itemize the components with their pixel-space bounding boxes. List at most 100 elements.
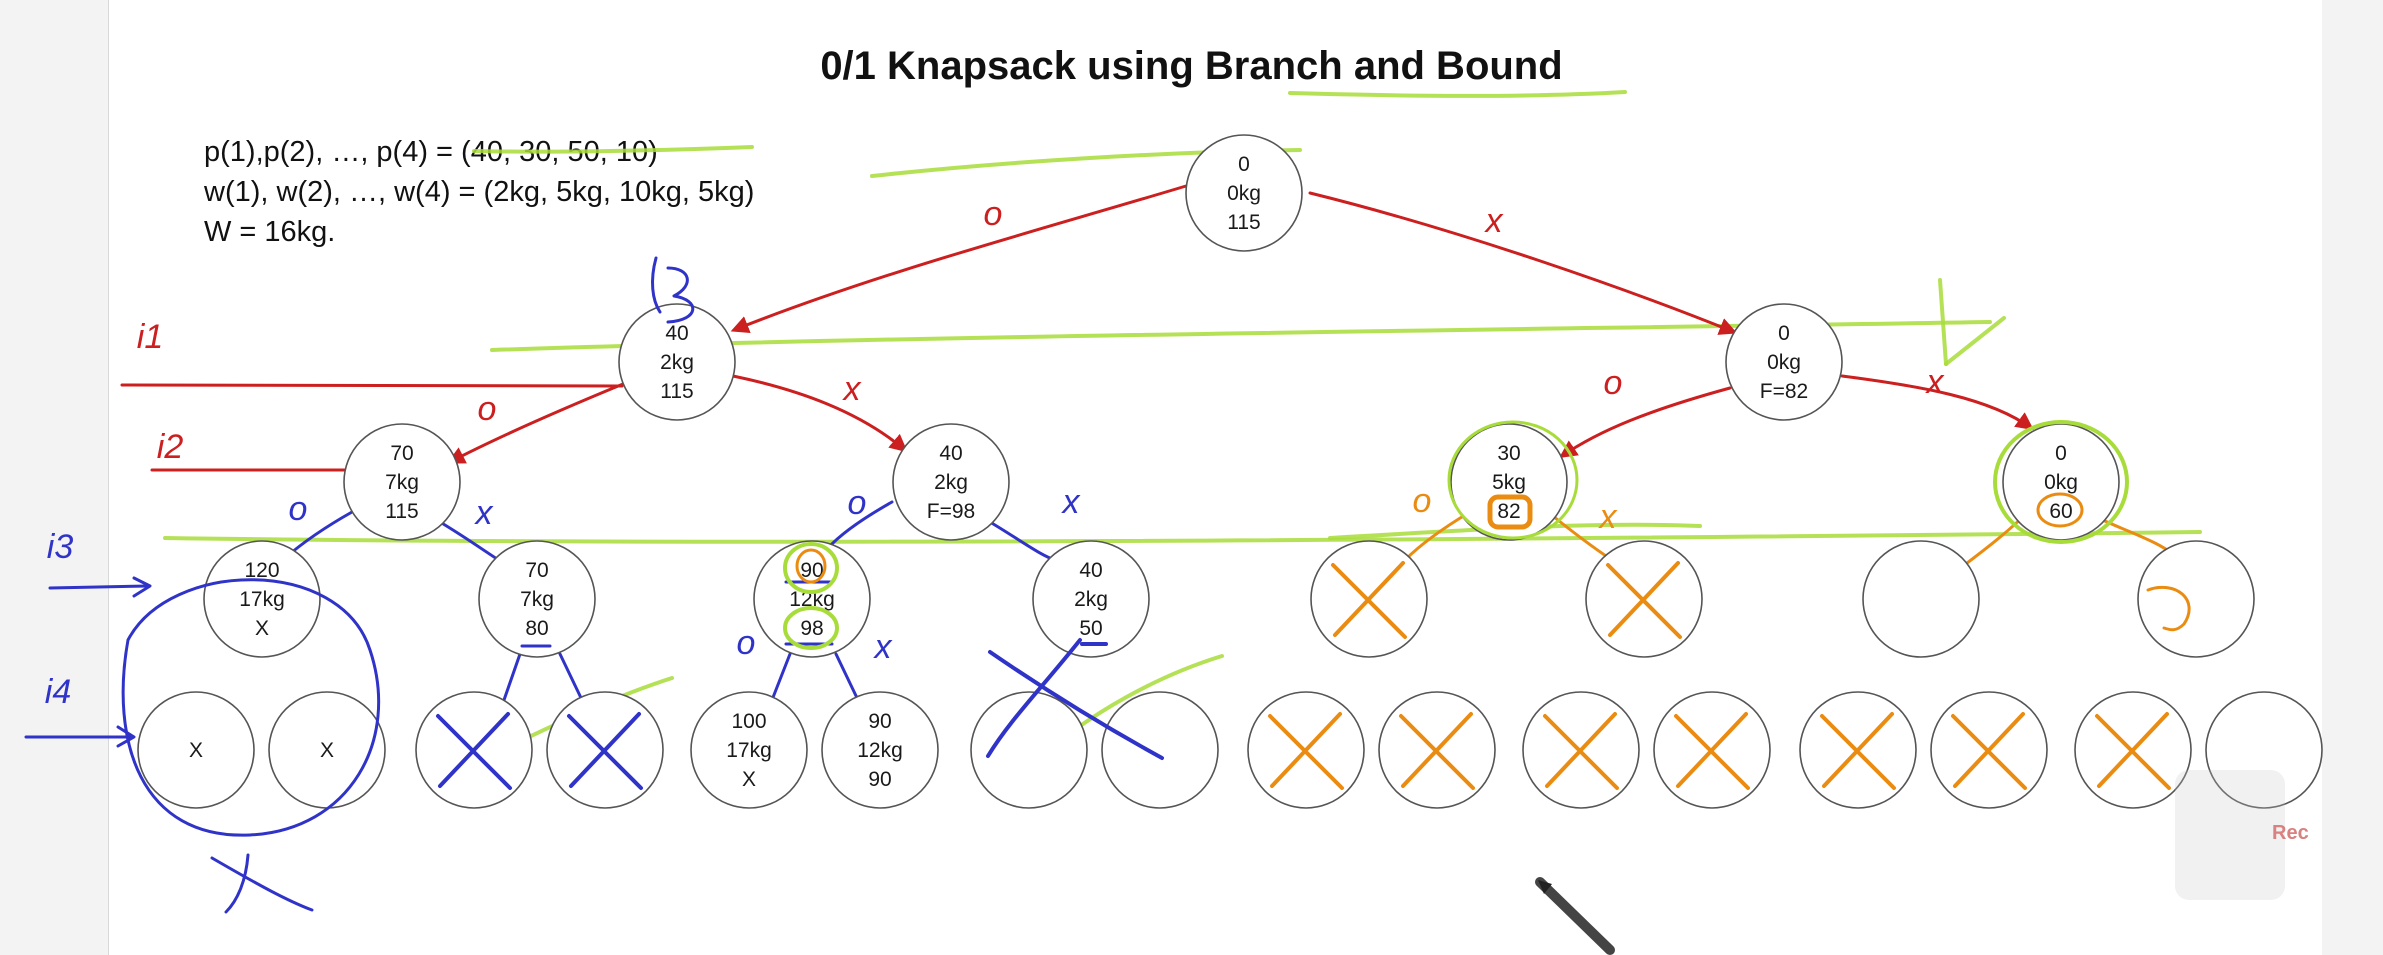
tree-node-RRR-R	[2205, 691, 2323, 809]
level-3-highlight-line	[163, 530, 2202, 544]
node-value: X	[255, 617, 269, 640]
cross-out-LLR-L-icon	[436, 712, 512, 790]
node-circle	[2137, 540, 2255, 658]
pruned-subtree-cross-icon	[210, 853, 314, 914]
node-value: 17kg	[239, 588, 285, 611]
recording-overlay[interactable]	[2175, 770, 2285, 900]
cross-out-RRL-R-icon	[1951, 712, 2027, 790]
right-margin-panel	[2322, 0, 2383, 955]
node-value: 40	[1079, 559, 1102, 582]
node-value: 2kg	[660, 351, 694, 374]
cross-out-RRL-L-icon	[1820, 712, 1896, 790]
node-value: 115	[1227, 211, 1260, 234]
node-value: X	[320, 739, 334, 762]
pen-tip-icon	[1538, 880, 1552, 894]
node-circle	[478, 540, 596, 658]
tree-node-RRL	[1862, 540, 1980, 658]
node-circle	[892, 423, 1010, 541]
left-margin-panel	[0, 0, 108, 955]
label-exclude-LR: x	[1061, 483, 1081, 521]
tree-node-LLL-L: X	[137, 691, 255, 809]
highlight-circle-98	[783, 606, 839, 650]
label-include-LR: o	[848, 484, 867, 522]
node-value: 115	[660, 380, 693, 403]
level-label-4: i4	[45, 673, 71, 711]
node-value: 120	[244, 559, 279, 582]
node-value: 50	[1079, 617, 1102, 640]
node-circle	[343, 423, 461, 541]
edge-R-RR	[1840, 374, 2034, 431]
node-circle	[137, 691, 255, 809]
node-value: 0	[1238, 153, 1250, 176]
label-exclude-LL: x	[474, 494, 494, 532]
page-title: 0/1 Knapsack using Branch and Bound	[820, 44, 1563, 88]
label-include-L: o	[478, 390, 497, 428]
level-label-3: i3	[47, 528, 74, 566]
pruned-subtree-loop	[121, 578, 380, 837]
edge-LRL-LRL-L	[770, 652, 792, 702]
level-3-pointer-arrowhead	[132, 576, 152, 598]
tree-node-L: 40 2kg 115	[618, 303, 736, 421]
edge-RL-RLR	[1546, 510, 1608, 558]
level-1-pointer-stem	[1938, 278, 1948, 366]
label-include-LRL: o	[737, 624, 756, 662]
weights-line: w(1), w(2), …, w(4) = (2kg, 5kg, 10kg, 5…	[204, 176, 755, 208]
node-circle	[690, 691, 808, 809]
node-value: 0kg	[2044, 471, 2078, 494]
node-value: 12kg	[789, 588, 835, 611]
node-value: 0	[2055, 442, 2067, 465]
node-circle	[1450, 423, 1568, 541]
label-include-root: o	[984, 195, 1003, 233]
label-exclude-L: x	[842, 370, 862, 408]
recording-label: Rec	[2272, 822, 2309, 844]
orange-hook-RRR-icon	[2146, 585, 2191, 632]
cross-out-RLL-icon	[1331, 561, 1407, 639]
edge-R-RL	[1559, 386, 1732, 459]
node-value: 90	[868, 710, 891, 733]
cross-out-RLR-icon	[1606, 561, 1682, 639]
cross-out-LLR-R-icon	[567, 712, 643, 790]
cross-out-LRR-subtree-icon	[986, 638, 1164, 760]
node-value: 80	[525, 617, 548, 640]
node-circle	[1032, 540, 1150, 658]
orange-circle-90	[795, 548, 827, 584]
node-value: 90	[800, 559, 823, 582]
tree-node-LRL: 90 12kg 98	[753, 540, 871, 658]
node-value: 98	[800, 617, 823, 640]
green-ring-RR	[1993, 420, 2129, 544]
node-value: 40	[665, 322, 688, 345]
title-underline-highlight	[1288, 90, 1627, 98]
node-value: 70	[390, 442, 413, 465]
tree-node-LLL-R: X	[268, 691, 386, 809]
cross-out-RLL-L-icon	[1268, 712, 1344, 790]
green-ring-RL	[1447, 420, 1579, 540]
node-circle	[203, 540, 321, 658]
tree-node-LRR: 40 2kg 50	[1032, 540, 1150, 658]
orange-box-82	[1487, 494, 1533, 530]
cross-out-RLL-R-icon	[1399, 712, 1475, 790]
node-value: 30	[1497, 442, 1520, 465]
node-value: 2kg	[1074, 588, 1108, 611]
node-value: 7kg	[520, 588, 554, 611]
cross-out-RLR-R-icon	[1674, 712, 1750, 790]
node-circle	[2205, 691, 2323, 809]
node-circle	[821, 691, 939, 809]
orange-circle-60	[2036, 492, 2084, 528]
level-label-1: i1	[137, 318, 163, 356]
node-value: 7kg	[385, 471, 419, 494]
pen-cursor-icon	[1535, 877, 1615, 955]
edge-root-R	[1308, 191, 1738, 335]
node-circle	[618, 303, 736, 421]
node-value: 90	[868, 768, 891, 791]
node-value: 17kg	[726, 739, 772, 762]
label-exclude-root: x	[1484, 202, 1504, 240]
node-value: F=98	[927, 500, 975, 523]
level-1-pointer-head	[1944, 316, 2006, 366]
